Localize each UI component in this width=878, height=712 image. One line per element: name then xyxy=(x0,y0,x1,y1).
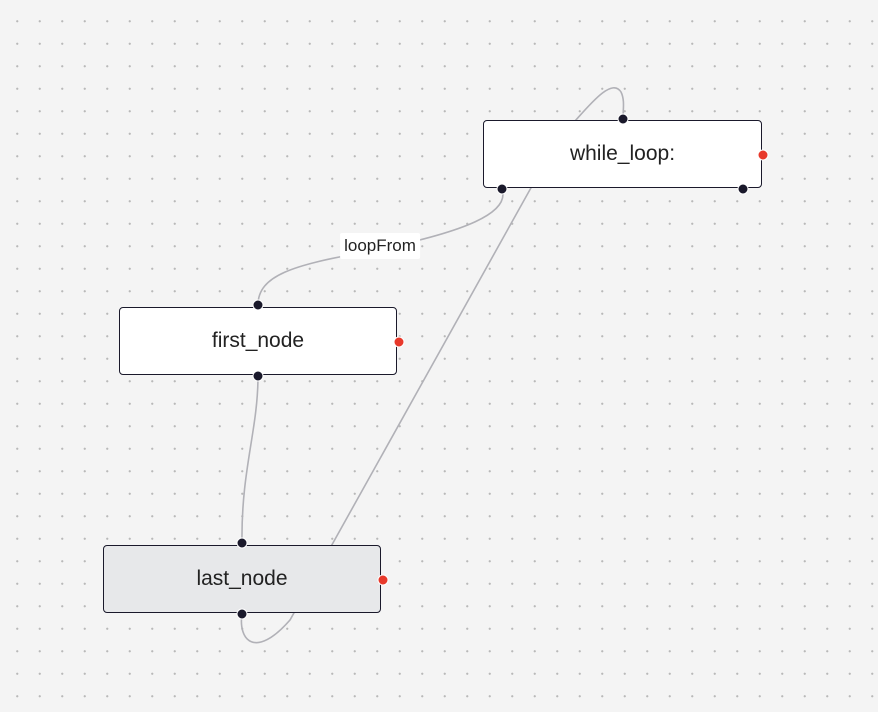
last-node-bottom-handle[interactable] xyxy=(236,608,248,620)
node-label: while_loop: xyxy=(569,142,676,165)
edge-first-node-to-last-node[interactable] xyxy=(241,375,259,544)
node-label: last_node xyxy=(196,567,288,590)
node-while-loop[interactable]: while_loop: xyxy=(483,120,762,188)
while-loop-input-handle[interactable] xyxy=(617,113,629,125)
edge-last-node-to-while-loop[interactable] xyxy=(240,185,533,644)
while-loop-output-handle[interactable] xyxy=(757,149,769,161)
edge-label-loopfrom: loopFrom xyxy=(340,233,420,259)
last-node-input-handle[interactable] xyxy=(236,537,248,549)
node-label: first_node xyxy=(211,329,305,352)
first-node-input-handle[interactable] xyxy=(252,299,264,311)
while-loop-loop-start-handle[interactable] xyxy=(496,183,508,195)
first-node-bottom-handle[interactable] xyxy=(252,370,264,382)
first-node-output-handle[interactable] xyxy=(393,336,405,348)
while-loop-loop-end-handle[interactable] xyxy=(737,183,749,195)
last-node-output-handle[interactable] xyxy=(377,574,389,586)
node-last-node[interactable]: last_node xyxy=(103,545,381,613)
edge-while-loop-self-loop[interactable] xyxy=(574,87,625,122)
node-first-node[interactable]: first_node xyxy=(119,307,397,375)
